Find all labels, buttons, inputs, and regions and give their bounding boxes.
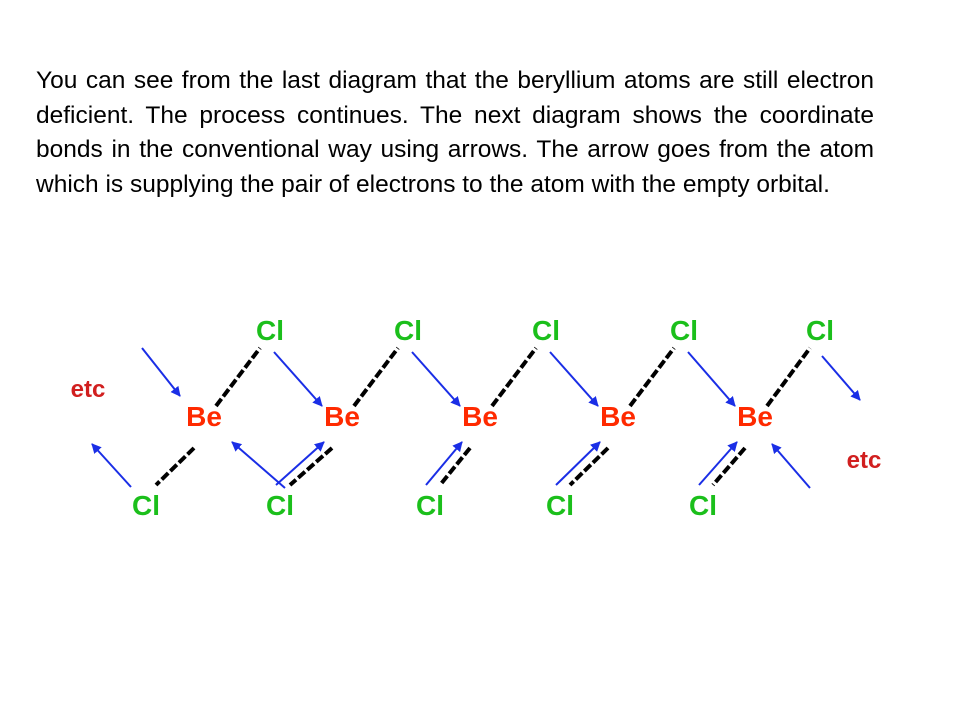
chlorine-atom-label: Cl [256,315,284,346]
coordinate-arrow [555,441,601,486]
coordinate-arrow [91,443,132,488]
coordinate-bond-arrows [91,347,861,489]
coordinate-arrow [231,441,286,489]
chlorine-atom-label: Cl [416,490,444,521]
slide-paragraph: You can see from the last diagram that t… [36,67,874,198]
coordinate-arrow [698,441,738,486]
beryllium-atom-label: Be [186,401,222,432]
coordinate-arrow [273,351,323,407]
chlorine-atom-label: Cl [670,315,698,346]
chlorine-atom-label: Cl [394,315,422,346]
coordinate-arrow [411,351,461,407]
chlorine-atom-label: Cl [132,490,160,521]
coordinate-arrow [425,441,463,486]
beryllium-atom-label: Be [737,401,773,432]
etc-label-left: etc [71,376,106,403]
chlorine-atom-label: Cl [266,490,294,521]
bond-be-cl-bottom [438,446,472,487]
bond-be-cl-bottom [568,446,610,487]
bond-be-cl-top [352,346,400,408]
beryllium-atom-label: Be [324,401,360,432]
bond-be-cl-top [214,346,262,408]
beryllium-atom-label: Be [600,401,636,432]
coordinate-arrow [141,347,181,397]
covalent-bonds [154,346,812,487]
bond-be-cl-bottom [154,446,196,487]
chlorine-atom-label: Cl [532,315,560,346]
coordinate-arrow [771,443,811,489]
etc-label-right: etc [847,447,882,474]
bond-be-cl-bottom [288,446,334,487]
bond-be-cl-top [490,346,538,408]
chlorine-atom-label: Cl [689,490,717,521]
chlorine-atom-label: Cl [546,490,574,521]
bond-be-cl-top [628,346,676,408]
coordinate-arrow [275,441,325,486]
beryllium-atom-label: Be [462,401,498,432]
coordinate-arrow [549,351,599,407]
bond-be-cl-top [765,346,812,408]
coordinate-arrow [821,355,861,401]
coordinate-arrow [687,351,736,407]
chlorine-atom-label: Cl [806,315,834,346]
bond-be-cl-bottom [711,446,747,487]
